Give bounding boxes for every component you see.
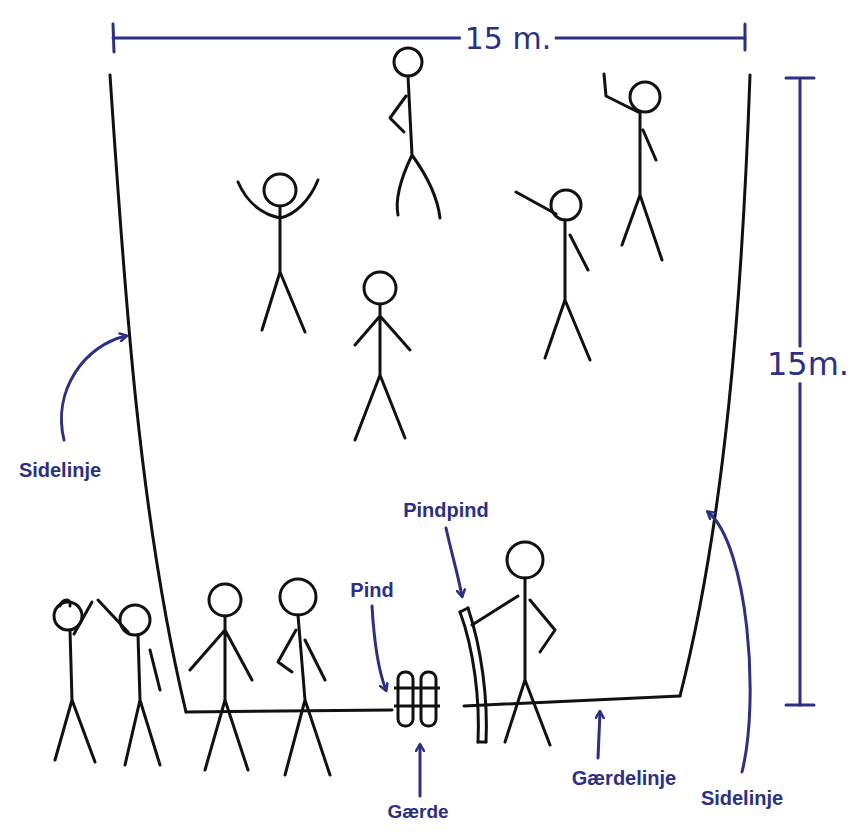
part-label: Pind [346,579,397,601]
stick-figures [54,48,662,775]
field-lines [110,75,750,712]
pindpind-stick [460,608,486,742]
gaerde-pins [394,672,440,726]
dimension-label: 15m. [763,347,853,382]
line-label: Sidelinje [697,787,787,809]
part-label: Pindpind [399,499,493,521]
part-label: Gærde [383,802,452,823]
leader-arrows [62,336,751,796]
dimension-lines [113,24,814,705]
line-label: Gærdelinje [568,767,680,789]
line-label: Sidelinje [15,459,105,481]
dimension-label: 15 m. [461,22,555,55]
